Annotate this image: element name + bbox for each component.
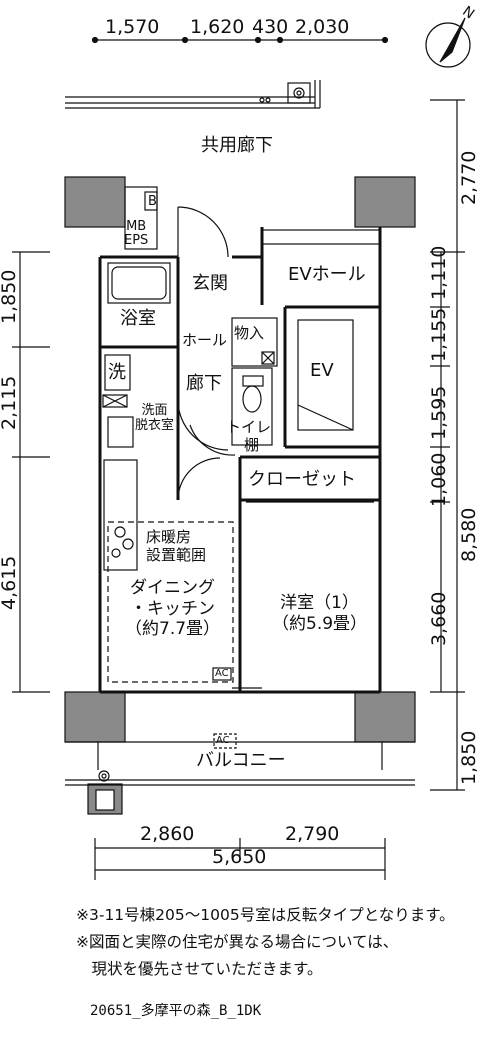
- dim-left-3: 4,615: [0, 555, 20, 610]
- ac-inside-label: AC: [215, 668, 229, 679]
- storage-label: 物入: [234, 324, 265, 342]
- ac-balcony-label: AC: [216, 735, 230, 746]
- dim-top-3: 430: [252, 16, 289, 38]
- note-line-3: 現状を優先させていただきます。: [76, 960, 323, 978]
- hall-label: ホール: [182, 331, 228, 349]
- balcony-label: バルコニー: [196, 750, 286, 771]
- dim-top-2: 1,620: [190, 16, 245, 38]
- dim-bottom-1: 2,860: [140, 823, 195, 845]
- dim-right-inner-4: 1,060: [428, 452, 450, 507]
- washer-label: 洗: [108, 362, 126, 383]
- dim-right-inner-1: 1,110: [428, 245, 450, 300]
- corridor-label: 共用廊下: [201, 135, 273, 156]
- western-room-label: 洋室（1） （約5.9畳）: [272, 593, 368, 634]
- floor-heating-label: 床暖房 設置範囲: [146, 528, 207, 564]
- dining-kitchen-label: ダイニング ・キッチン （約7.7畳）: [125, 578, 221, 640]
- dim-right-inner-3: 1,595: [428, 385, 450, 440]
- note-line-1: ※3-11号棟205〜1005号室は反転タイプとなります。: [76, 906, 455, 924]
- entrance-label: 玄関: [192, 273, 228, 294]
- closet-label: クローゼット: [248, 469, 356, 490]
- ev-hall-label: EVホール: [288, 264, 366, 285]
- hallway-label: 廊下: [186, 373, 222, 394]
- ev-label: EV: [310, 360, 334, 381]
- dim-top-1: 1,570: [105, 16, 160, 38]
- dim-left-1: 1,850: [0, 269, 20, 324]
- dim-right-inner-5: 3,660: [428, 591, 450, 646]
- dim-bottom-total: 5,650: [212, 846, 267, 868]
- dim-right-outer-2: 8,580: [458, 507, 480, 562]
- dim-right-outer-1: 2,770: [458, 150, 480, 205]
- dim-top-4: 2,030: [295, 16, 350, 38]
- bath-label: 浴室: [120, 308, 156, 329]
- note-line-2: ※図面と実際の住宅が異なる場合については、: [76, 933, 399, 951]
- mb-eps-label: MB EPS: [124, 219, 149, 248]
- b-label: B: [148, 194, 157, 209]
- dim-left-2: 2,115: [0, 375, 20, 430]
- washroom-label: 洗面 脱衣室: [135, 403, 175, 433]
- dim-right-outer-3: 1,850: [458, 730, 480, 785]
- dim-bottom-2: 2,790: [285, 823, 340, 845]
- plan-code: 20651_多摩平の森_B_1DK: [90, 1003, 262, 1019]
- shelf-label: 棚: [244, 436, 260, 454]
- dim-right-inner-2: 1,155: [428, 307, 450, 362]
- toilet-label: トイレ: [226, 418, 272, 436]
